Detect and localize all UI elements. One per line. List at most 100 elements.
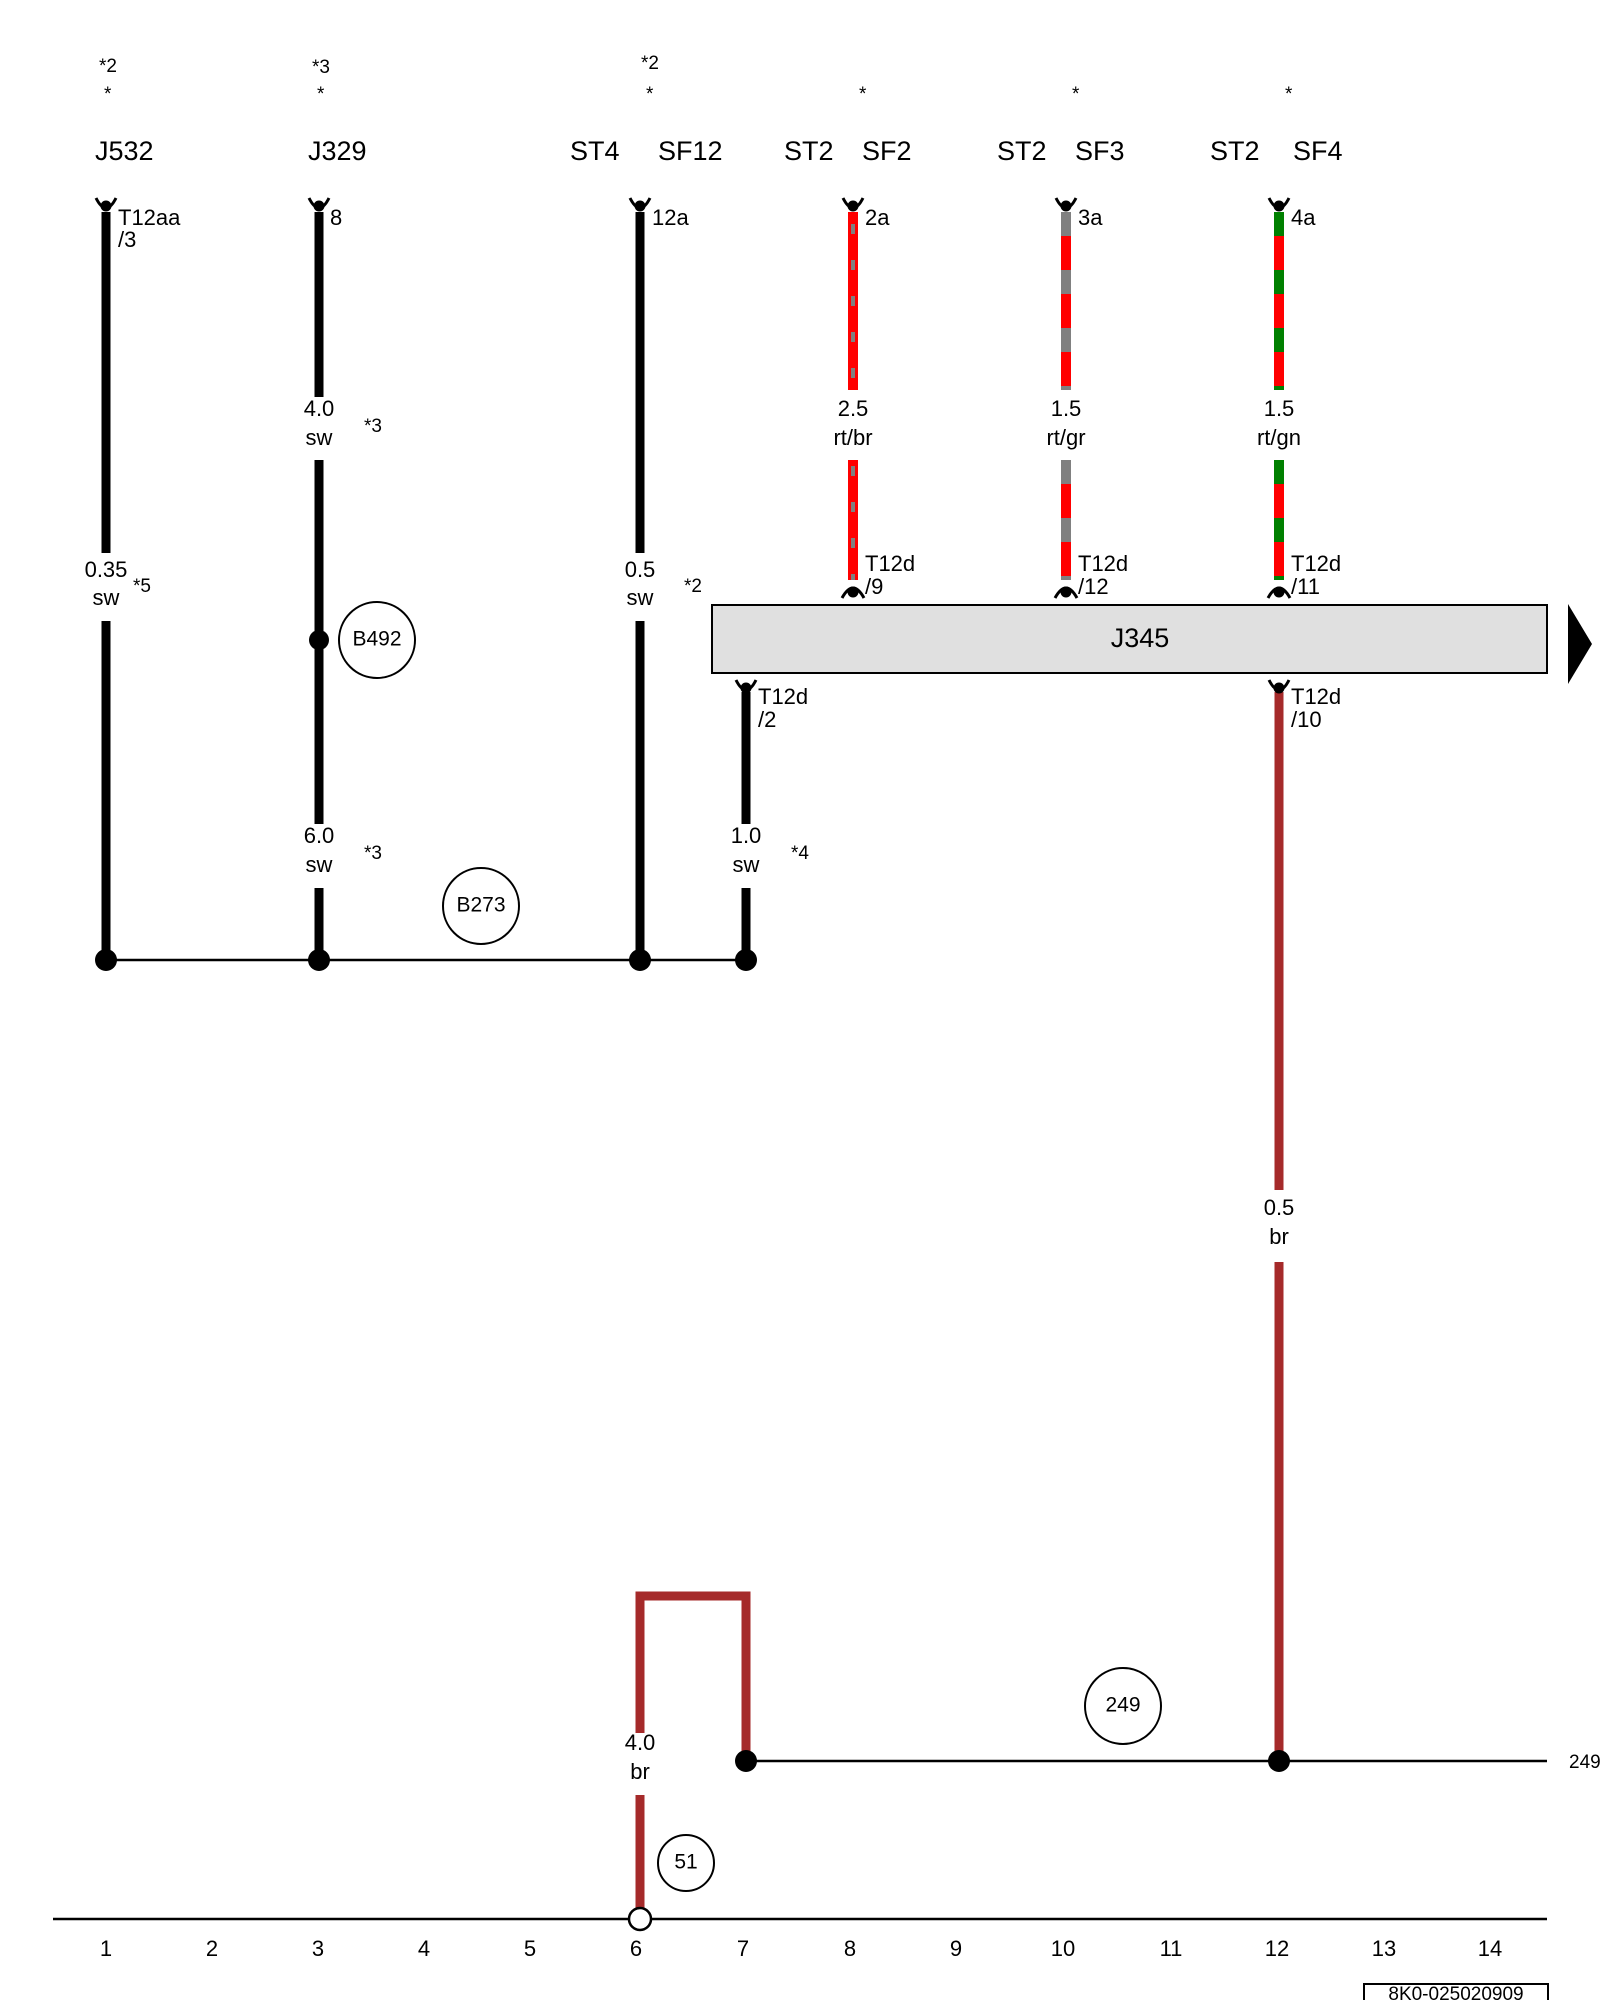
module-label: J345 xyxy=(1111,623,1170,653)
ground-callouts: B492 B273 249 51 249 xyxy=(338,601,1600,1892)
grid-number: 4 xyxy=(418,1936,430,1961)
connector-pin-icon xyxy=(1273,200,1285,212)
grid-number: 10 xyxy=(1051,1936,1075,1961)
component-st2: ST2 xyxy=(784,136,834,166)
ground-circle xyxy=(442,867,520,945)
junction-dot xyxy=(1268,1750,1290,1772)
connector-label: 12a xyxy=(652,205,689,230)
wire-color: sw xyxy=(306,852,333,877)
grid-number: 5 xyxy=(524,1936,536,1961)
ground-circle xyxy=(1084,1667,1162,1745)
component-st4: ST4 xyxy=(570,136,620,166)
junction-dot xyxy=(308,949,330,971)
grid-number: 9 xyxy=(950,1936,962,1961)
black-wires xyxy=(101,212,751,960)
footnote-star: * xyxy=(859,84,867,105)
component-labels: J532 J329 ST4 SF12 ST2 SF2 ST2 SF3 ST2 S… xyxy=(95,136,1343,166)
connector-label: T12d xyxy=(758,684,808,709)
wire-footnote: *5 xyxy=(133,576,151,597)
wire-footnote: *3 xyxy=(364,843,382,864)
wire-size: 1.0 xyxy=(731,823,762,848)
component-sf3: SF3 xyxy=(1075,136,1125,166)
connector-label: 4a xyxy=(1291,205,1316,230)
footnote-mark: *2 xyxy=(99,56,117,77)
footnote-mark: *3 xyxy=(312,57,330,78)
ground-circle xyxy=(657,1834,715,1892)
grid-number: 6 xyxy=(630,1936,642,1961)
connector-label: 8 xyxy=(330,205,342,230)
connector-pin-icon xyxy=(313,200,325,212)
connector-label: /9 xyxy=(865,574,883,599)
connector-label: T12d xyxy=(1078,551,1128,576)
component-sf12: SF12 xyxy=(658,136,723,166)
connector-pin-icon xyxy=(847,200,859,212)
striped-wires xyxy=(848,212,1284,580)
connector-label: /12 xyxy=(1078,574,1109,599)
wire-br-loop xyxy=(635,1591,751,1760)
wire-color: rt/br xyxy=(833,425,872,450)
connector-pin-icon xyxy=(634,200,646,212)
junction-dots xyxy=(95,630,1290,1772)
grid-number: 8 xyxy=(844,1936,856,1961)
grid-numbers: 1 2 3 4 5 6 7 8 9 10 11 12 13 14 xyxy=(100,1936,1502,1961)
footnote-star: * xyxy=(104,84,112,105)
connector-pin-icon xyxy=(1060,200,1072,212)
grid-number: 2 xyxy=(206,1936,218,1961)
wire-footnote: *3 xyxy=(364,416,382,437)
wire-size: 0.5 xyxy=(1264,1195,1295,1220)
ground-label: B492 xyxy=(352,628,401,651)
footnote-star: * xyxy=(1072,84,1080,105)
grid-number: 12 xyxy=(1265,1936,1289,1961)
component-j532: J532 xyxy=(95,136,154,166)
component-st2: ST2 xyxy=(997,136,1047,166)
grid-number: 13 xyxy=(1372,1936,1396,1961)
wire-size: 0.5 xyxy=(625,557,656,582)
connector-label: T12d xyxy=(1291,684,1341,709)
wire-footnotes: *3 *5 *2 *3 *4 xyxy=(133,416,809,864)
connector-label: /2 xyxy=(758,707,776,732)
grid-number: 1 xyxy=(100,1936,112,1961)
continuation-reference: 249 xyxy=(1569,1752,1600,1773)
ground-label: 249 xyxy=(1105,1694,1140,1717)
wire-footnote: *4 xyxy=(791,843,809,864)
diagram-id-box xyxy=(1363,1983,1549,2000)
ground-point-open xyxy=(627,1906,653,1932)
ground-circle xyxy=(338,601,416,679)
footnote-marks: *2 * *3 * *2 * * * * xyxy=(99,53,1293,105)
wire-size: 1.5 xyxy=(1264,396,1295,421)
footnote-star: * xyxy=(1285,84,1293,105)
wire-size: 4.0 xyxy=(625,1730,656,1755)
wire-color: sw xyxy=(733,852,760,877)
wire-color: sw xyxy=(306,425,333,450)
junction-dot xyxy=(629,949,651,971)
footnote-star: * xyxy=(646,84,654,105)
brown-wires xyxy=(635,692,1284,1918)
connector-label: /10 xyxy=(1291,707,1322,732)
connector-label: T12d xyxy=(865,551,915,576)
connector-label: T12aa xyxy=(118,205,181,230)
wire-size: 0.35 xyxy=(85,557,128,582)
grid-number: 3 xyxy=(312,1936,324,1961)
diagram-id: 8K0-025020909 xyxy=(1363,1983,1549,2000)
connector-labels: T12aa /3 8 12a 2a 3a 4a T12d /9 T12d /12… xyxy=(118,205,1341,732)
wire-labels: 0.35 sw 4.0 sw 0.5 sw 2.5 rt/br 1.5 rt/g… xyxy=(85,396,1301,1784)
diagram-id-label: 8K0-025020909 xyxy=(1388,1984,1523,2000)
connector-pin-icon xyxy=(1060,586,1072,598)
connector-pin-icon xyxy=(847,586,859,598)
connector-label: 3a xyxy=(1078,205,1103,230)
wire-color: rt/gn xyxy=(1257,425,1301,450)
component-st2: ST2 xyxy=(1210,136,1260,166)
ground-label: 51 xyxy=(674,1851,697,1874)
bus-lines xyxy=(53,958,1547,1921)
component-sf2: SF2 xyxy=(862,136,912,166)
wire-footnote: *2 xyxy=(684,576,702,597)
wire-color: rt/gr xyxy=(1046,425,1085,450)
junction-dot xyxy=(309,630,329,650)
grid-number: 11 xyxy=(1160,1936,1183,1961)
continuation-arrow-icon xyxy=(1568,604,1592,684)
connector-label: 2a xyxy=(865,205,890,230)
connector-pin-icon xyxy=(1273,682,1285,694)
footnote-star: * xyxy=(317,84,325,105)
junction-dot xyxy=(95,949,117,971)
